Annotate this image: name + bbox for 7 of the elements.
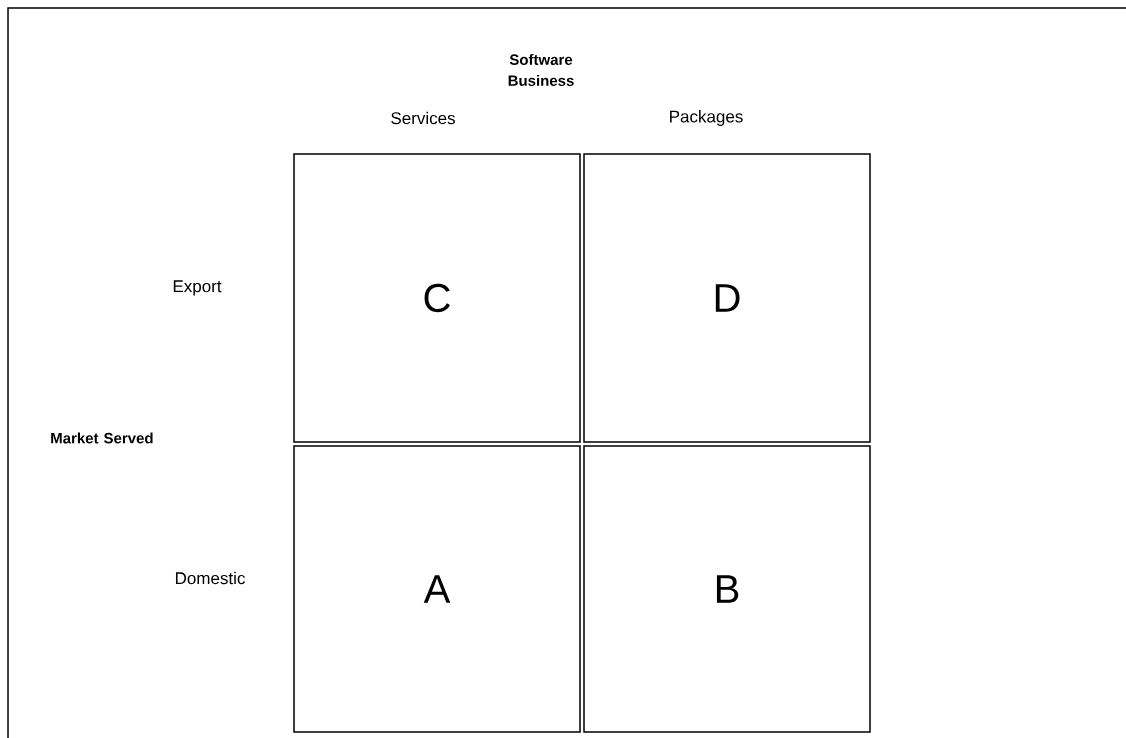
axis-label: Export (173, 280, 222, 296)
quadrant-box: C (293, 153, 581, 443)
quadrant-box: A (293, 445, 581, 733)
axis-label: Software Business (508, 54, 574, 86)
quadrant-box: B (583, 445, 871, 733)
axis-label: Market Served (51, 432, 153, 444)
quadrant-box: D (583, 153, 871, 443)
